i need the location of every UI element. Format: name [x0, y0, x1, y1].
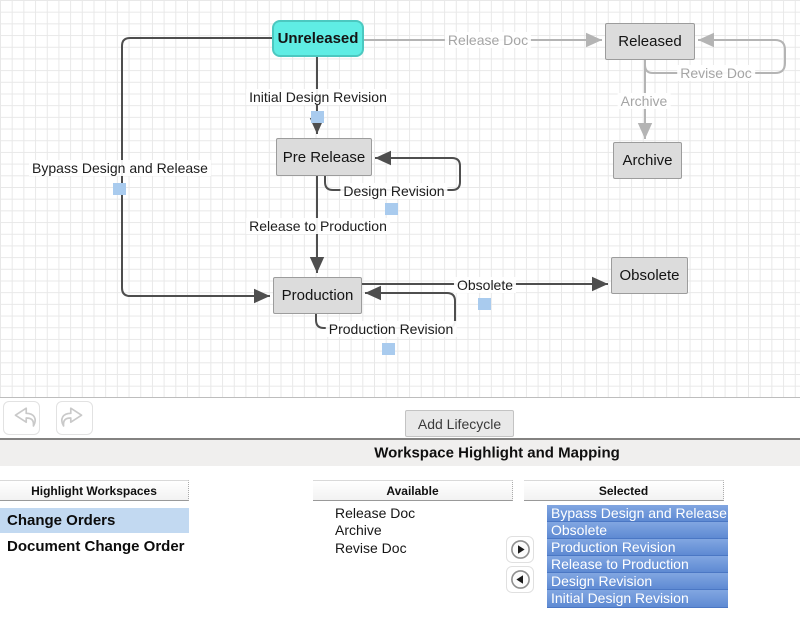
selected-item[interactable]: Design Revision — [547, 573, 728, 591]
selected-header: Selected — [524, 480, 724, 501]
edge-revise-doc[interactable] — [644, 32, 786, 74]
transition-label-design-revision[interactable]: Design Revision — [340, 183, 448, 199]
transition-label-production-revision[interactable]: Production Revision — [325, 321, 457, 337]
node-archive[interactable]: Archive — [613, 142, 682, 179]
redo-icon — [60, 407, 82, 427]
diagram-toolbar: Add Lifecycle — [0, 398, 800, 438]
transition-label-obsolete[interactable]: Obsolete — [453, 277, 517, 293]
selection-handle[interactable] — [385, 203, 398, 215]
available-header: Available — [313, 480, 513, 501]
undo-button[interactable] — [3, 401, 40, 435]
node-pre-release[interactable]: Pre Release — [276, 138, 372, 176]
lifecycle-canvas: Initial Design Revision Bypass Design an… — [0, 0, 800, 398]
transition-label-bypass-design-and-release[interactable]: Bypass Design and Release — [29, 160, 211, 176]
section-title-bar: Workspace Highlight and Mapping — [0, 438, 800, 466]
selected-item[interactable]: Bypass Design and Release — [547, 505, 728, 523]
available-item[interactable]: Revise Doc — [335, 540, 407, 556]
transition-label-revise-doc[interactable]: Revise Doc — [677, 65, 755, 81]
move-right-icon — [510, 540, 530, 559]
available-item[interactable]: Release Doc — [335, 505, 416, 521]
workspace-item-change-orders[interactable]: Change Orders — [0, 508, 189, 533]
redo-button[interactable] — [56, 401, 93, 435]
add-lifecycle-button[interactable]: Add Lifecycle — [405, 410, 514, 437]
selection-handle[interactable] — [113, 183, 126, 195]
workspace-item-document-change-order[interactable]: Document Change Order — [0, 534, 189, 559]
section-title: Workspace Highlight and Mapping — [374, 444, 620, 462]
node-released[interactable]: Released — [605, 23, 695, 60]
selected-item[interactable]: Production Revision — [547, 539, 728, 557]
transition-label-archive[interactable]: Archive — [617, 93, 671, 109]
move-left-button[interactable] — [506, 566, 534, 593]
transition-label-initial-design-revision[interactable]: Initial Design Revision — [246, 89, 390, 105]
selected-item[interactable]: Release to Production — [547, 556, 728, 574]
selection-handle[interactable] — [478, 298, 491, 310]
edge-design-revision[interactable] — [324, 150, 461, 191]
selected-list: Bypass Design and Release Obsolete Produ… — [547, 505, 728, 608]
node-unreleased[interactable]: Unreleased — [272, 20, 364, 57]
highlight-workspaces-header: Highlight Workspaces — [0, 480, 189, 501]
node-production[interactable]: Production — [273, 277, 362, 314]
workspace-mapping-panel: Highlight Workspaces Available Selected … — [0, 466, 800, 620]
transition-label-release-to-production[interactable]: Release to Production — [246, 218, 390, 234]
move-right-button[interactable] — [506, 536, 534, 563]
node-obsolete[interactable]: Obsolete — [611, 257, 688, 294]
undo-icon — [14, 407, 36, 427]
move-left-icon — [510, 570, 530, 589]
selected-item[interactable]: Obsolete — [547, 522, 728, 540]
selected-item[interactable]: Initial Design Revision — [547, 590, 728, 608]
transition-label-release-doc[interactable]: Release Doc — [444, 32, 532, 48]
selection-handle[interactable] — [311, 111, 324, 123]
available-item[interactable]: Archive — [335, 522, 382, 538]
selection-handle[interactable] — [382, 343, 395, 355]
